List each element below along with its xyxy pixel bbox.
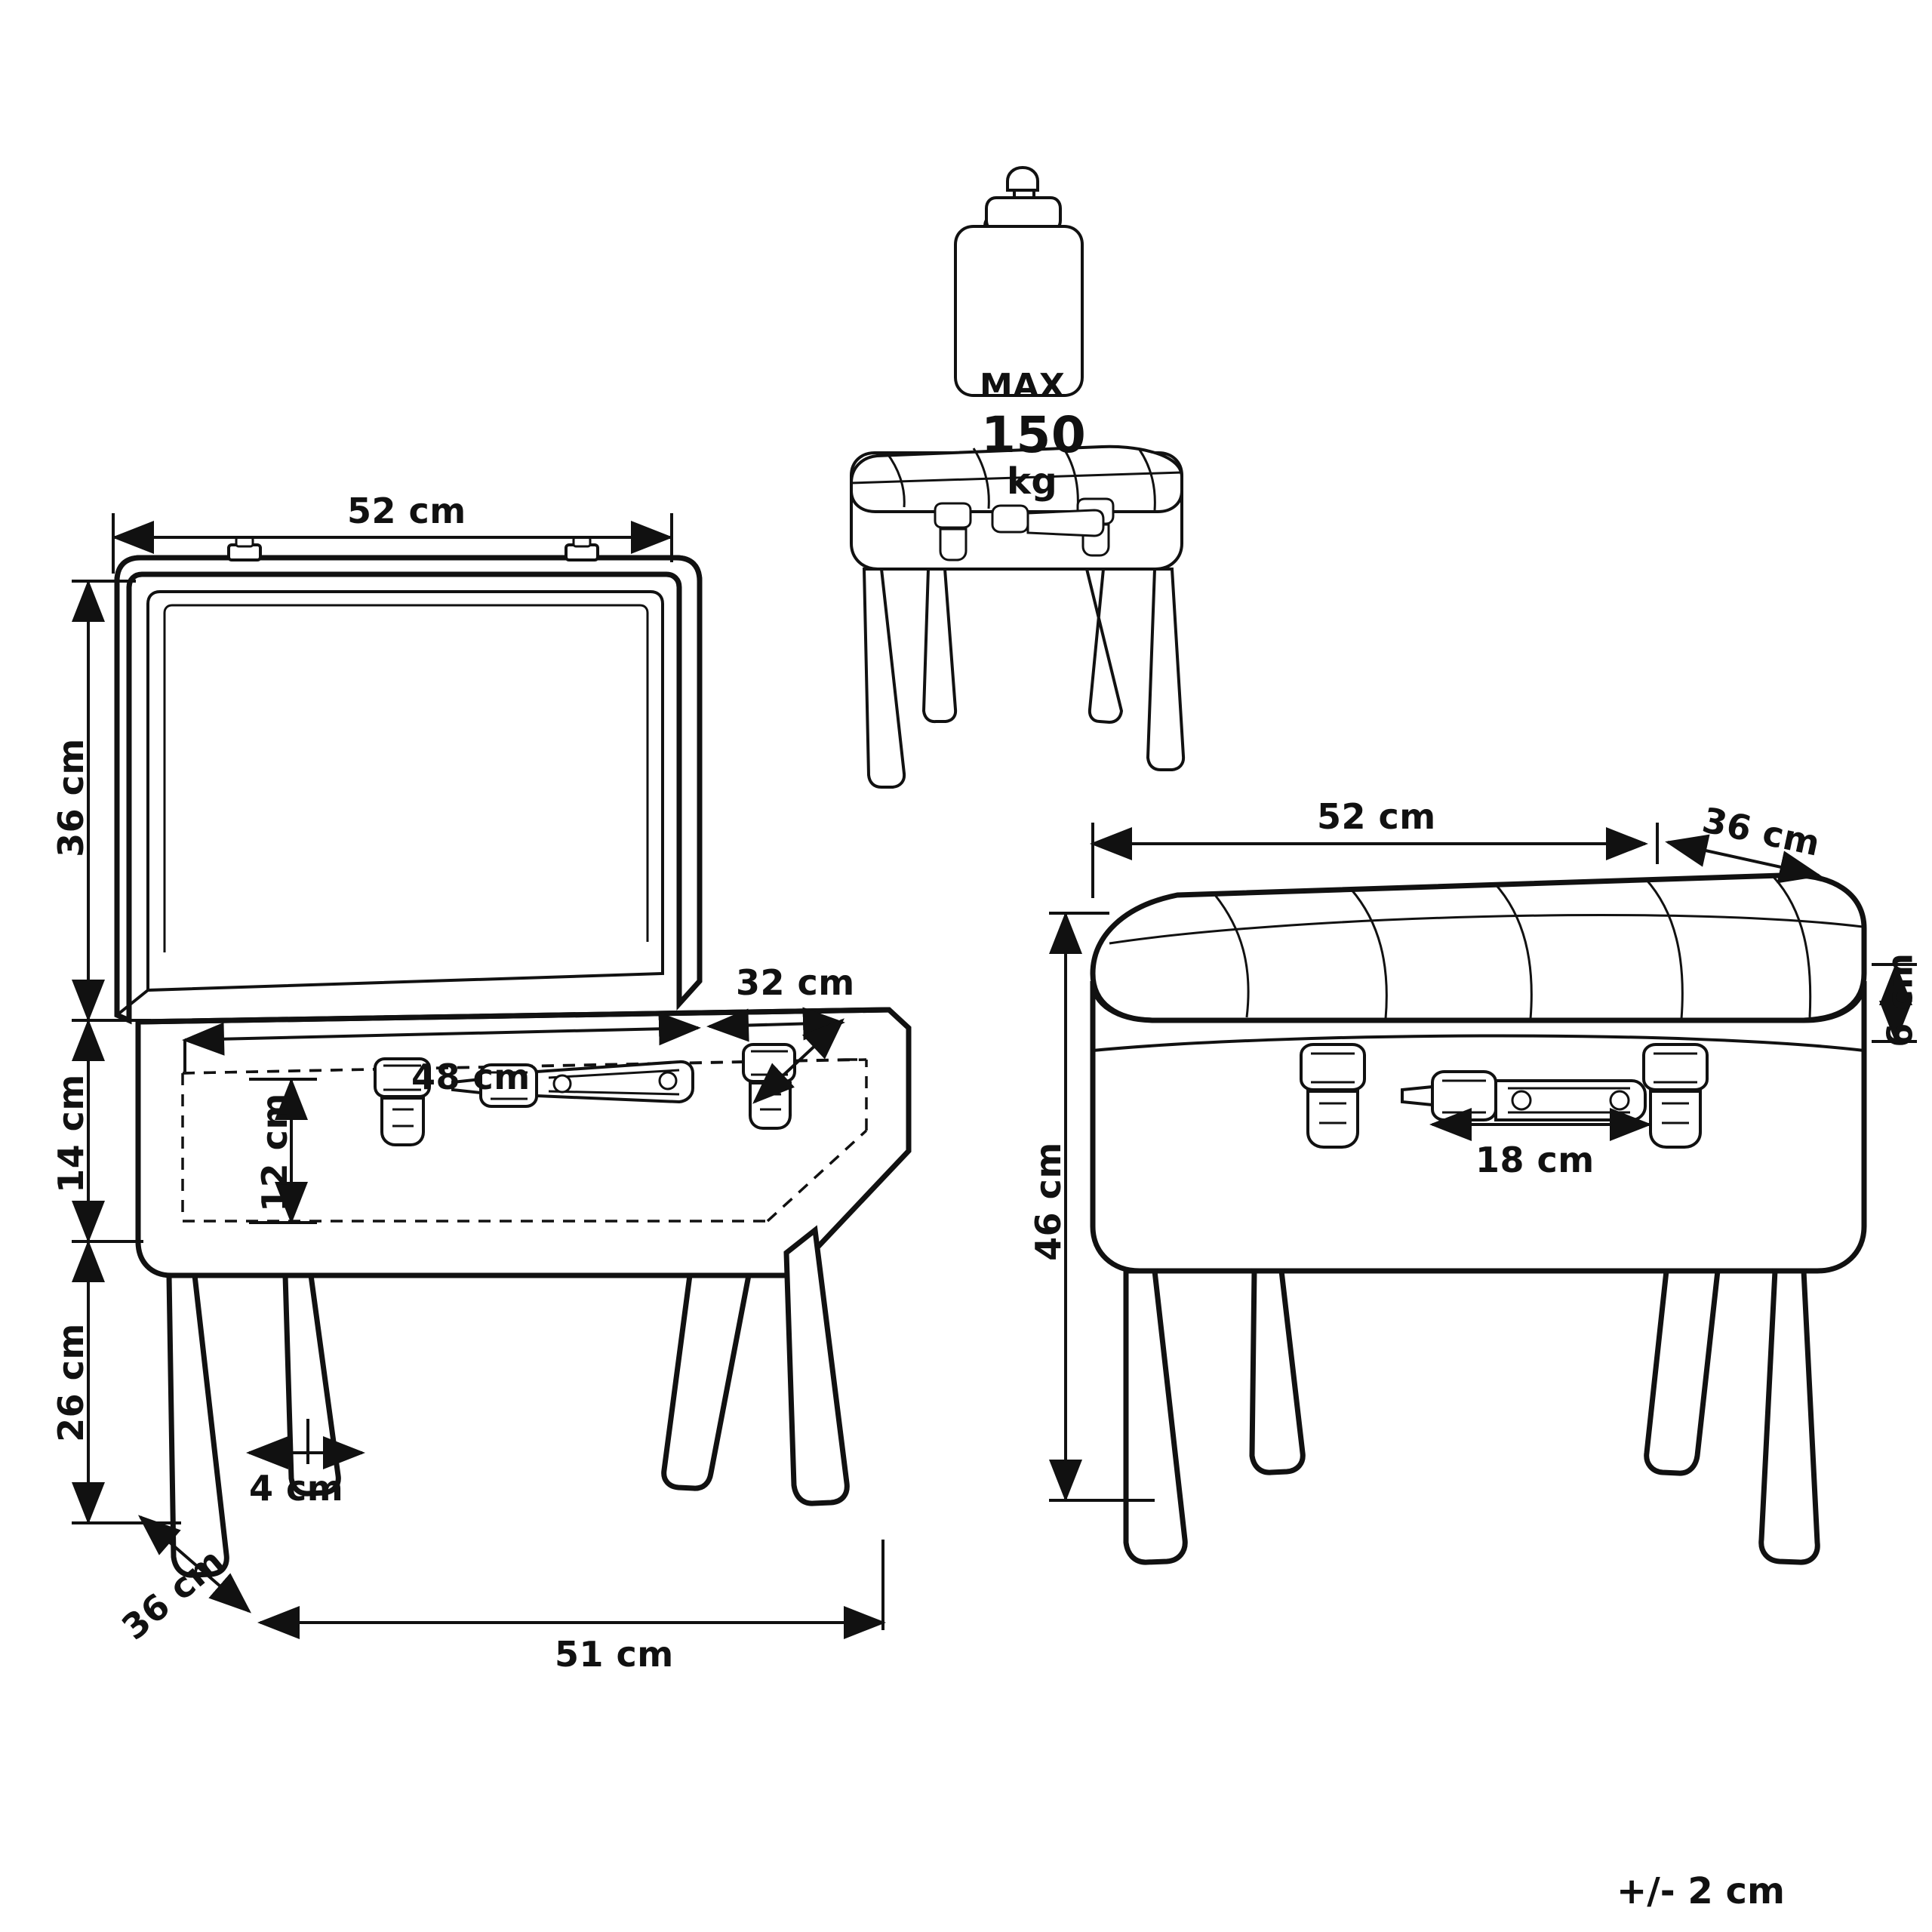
dim-body-height: 14 cm xyxy=(50,1074,91,1193)
open-view-dimension-lines xyxy=(72,513,886,1639)
closed-view-dimension-lines xyxy=(1049,823,1917,1502)
dim-lid-width: 52 cm xyxy=(347,491,466,531)
dim-leg-thickness: 4 cm xyxy=(249,1468,344,1509)
max-load-label-unit: kg xyxy=(1007,460,1058,503)
dim-lid-height: 36 cm xyxy=(50,738,91,857)
dim-base-width: 51 cm xyxy=(555,1634,674,1675)
max-load-label-max: MAX xyxy=(980,367,1066,405)
dim-leg-height: 26 cm xyxy=(50,1323,91,1442)
tolerance-label: +/- 2 cm xyxy=(1617,1870,1785,1912)
max-load-ottoman xyxy=(850,165,1186,789)
open-lid-shape xyxy=(114,536,703,1025)
dim-top-width: 52 cm xyxy=(1317,796,1436,837)
dim-inner-depth: 32 cm xyxy=(736,962,855,1003)
dim-inner-length: 48 cm xyxy=(411,1057,531,1097)
closed-ottoman-shape xyxy=(1090,872,1867,1565)
dim-inner-height: 12 cm xyxy=(254,1093,295,1212)
open-case-legs xyxy=(166,1225,850,1578)
dim-handle-width: 18 cm xyxy=(1475,1140,1595,1180)
dim-total-height: 46 cm xyxy=(1027,1142,1069,1261)
max-load-label-value: 150 xyxy=(981,406,1087,464)
dim-cushion-height: 6 cm xyxy=(1879,952,1921,1048)
